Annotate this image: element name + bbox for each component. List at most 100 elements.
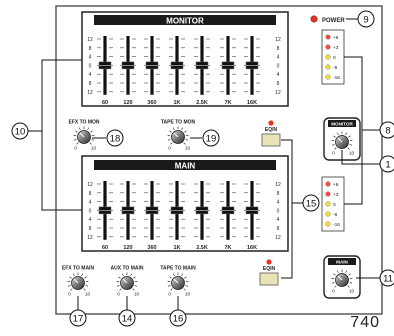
monitor-eq-scale-right: 0 — [277, 63, 280, 69]
callout-c18: 18 — [106, 129, 124, 147]
main-eq-scale-left: 8 — [89, 191, 92, 197]
callout-circle — [106, 129, 124, 147]
knob-pointer — [173, 278, 179, 284]
eq-in-monitor-button[interactable] — [261, 133, 281, 147]
eq-in-main-switch[interactable]: EQIN — [259, 259, 279, 286]
knob-tick — [116, 285, 120, 287]
meter-label: -6 — [333, 65, 338, 71]
knob-tick — [347, 147, 350, 150]
knob-max-label: 10 — [349, 289, 355, 294]
knob-tick — [336, 270, 339, 274]
callout-circle — [118, 309, 136, 327]
callout-c8: 8 — [379, 121, 394, 139]
meter-led — [325, 191, 331, 197]
main-eq-scale-right: 12 — [275, 235, 281, 241]
main-eq-frame — [81, 155, 289, 252]
knob-tick — [334, 285, 337, 288]
meter-led — [325, 64, 331, 70]
monitor-eq-band-label: 7K — [224, 100, 231, 106]
callout-number: 1 — [385, 159, 390, 170]
knob-tick — [184, 276, 187, 279]
monitor-eq-band-label: 2.5K — [196, 100, 208, 106]
meter-label: 0 — [333, 202, 336, 208]
level-meter-bottom: +6+30-6-16 — [321, 176, 345, 232]
meter-led — [325, 181, 331, 187]
knob-tick — [349, 282, 353, 284]
meter-led — [325, 74, 331, 80]
knob-tick — [87, 127, 90, 131]
callout-c14: 14 — [118, 309, 136, 327]
main-eq-scale-right: 12 — [275, 182, 281, 188]
efx-to-main-knob[interactable]: EFX TO MAIN 0 10 — [62, 266, 95, 297]
knob-pointer — [73, 278, 79, 284]
knob-max-label: 10 — [349, 151, 355, 156]
callout-number: 17 — [73, 313, 84, 324]
monitor-eq-scale-left: 8 — [89, 81, 92, 87]
knob-tick — [118, 276, 121, 279]
knob-tick — [134, 285, 138, 287]
main-eq-scale-right: 0 — [277, 208, 280, 214]
monitor-eq-scale-right: 8 — [277, 81, 280, 87]
main-eq-scale-left: 4 — [89, 217, 92, 223]
knob-tick — [331, 282, 335, 284]
main-eq-title-bar — [94, 160, 276, 170]
callout-number: 18 — [110, 133, 121, 144]
knob-tick — [70, 288, 73, 291]
main-eq-band-label: 2.5K — [196, 245, 208, 251]
eq-in-monitor-label: EQIN — [265, 127, 278, 133]
knob-tick — [91, 139, 95, 141]
knob-tick — [172, 273, 175, 277]
knob-max-label: 10 — [134, 292, 140, 297]
monitor-eq-title: MONITOR — [166, 17, 204, 26]
main-eq-scale-left: 0 — [89, 208, 92, 214]
meter-led — [325, 44, 331, 50]
callout-c15: 15 — [302, 194, 320, 212]
knob-min-label: 0 — [68, 292, 71, 297]
knob-tick — [185, 285, 189, 287]
main-eq-scale-left: 4 — [89, 200, 92, 206]
callout-number: 16 — [173, 313, 184, 324]
main-eq-title: MAIN — [175, 162, 196, 171]
eq-in-main-button[interactable] — [259, 272, 279, 286]
main-eq-scale-left: 12 — [87, 235, 93, 241]
knob-tick — [85, 285, 89, 287]
knob-tick — [167, 139, 171, 141]
knob-tick — [333, 135, 336, 138]
knob-min-label: 0 — [74, 146, 77, 151]
monitor-eq-scale-left: 0 — [89, 63, 92, 69]
monitor-eq-scale-left: 8 — [89, 46, 92, 52]
knob-tick — [90, 130, 93, 133]
monitor-eq-band-label: 360 — [147, 100, 156, 106]
eq-in-monitor-led — [268, 120, 274, 126]
knob-max-label: 10 — [91, 146, 97, 151]
knob-max-label: 10 — [85, 292, 91, 297]
callout-circle — [379, 121, 394, 139]
callout-number: 10 — [15, 126, 26, 137]
knob-tick — [119, 288, 122, 291]
callout-circle — [357, 10, 375, 28]
knob-tick — [183, 288, 186, 291]
eq-in-monitor-switch[interactable]: EQIN — [261, 120, 281, 147]
level-meter-top: +6+30-6-16 — [321, 29, 345, 85]
knob-tick — [72, 273, 75, 277]
callout-leaders — [28, 18, 380, 310]
knob-label: TAPE TO MON — [161, 120, 196, 126]
knob-min-label: 0 — [168, 292, 171, 297]
knob-tick — [169, 276, 172, 279]
monitor-eq-scale-left: 12 — [87, 90, 93, 96]
knob-min-label: 0 — [332, 289, 335, 294]
knob-tick — [132, 288, 135, 291]
meter-led — [325, 211, 331, 217]
meter-led — [325, 221, 331, 227]
knob-label: EFX TO MAIN — [62, 266, 95, 272]
main-eq-band-label: 60 — [102, 245, 108, 251]
monitor-eq-scale-right: 4 — [277, 55, 280, 61]
knob-title-bar — [328, 258, 356, 265]
